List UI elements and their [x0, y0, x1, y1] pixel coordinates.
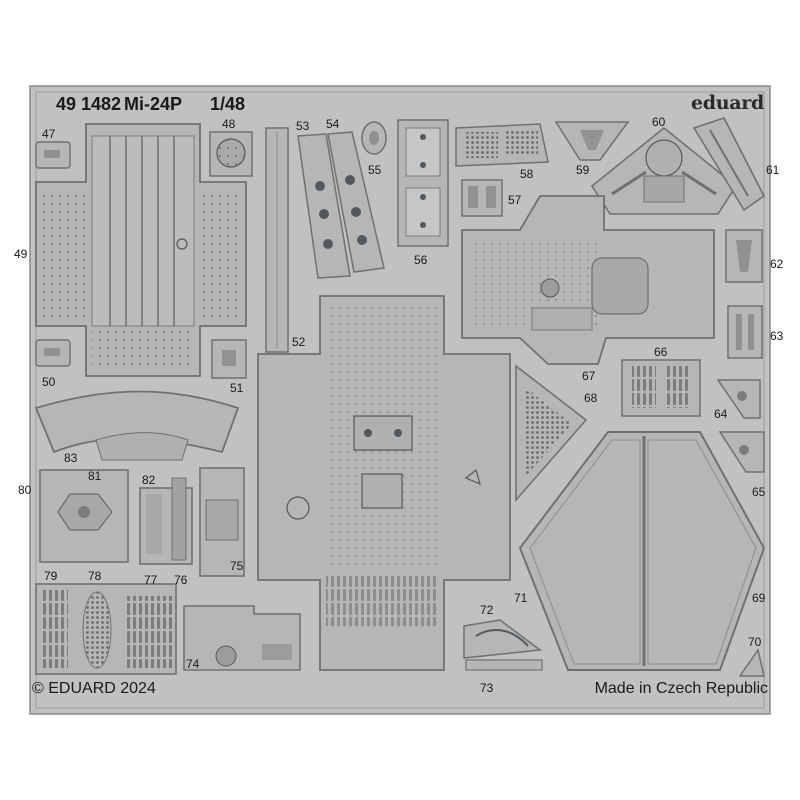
part-number-76: 76	[174, 573, 188, 587]
part-57	[461, 179, 503, 217]
part-number-60: 60	[652, 115, 666, 129]
part-68	[515, 364, 588, 503]
part-number-72: 72	[480, 603, 494, 617]
part-number-71: 71	[514, 591, 528, 605]
part-number-82: 82	[142, 473, 156, 487]
copyright-notice: © EDUARD 2024	[32, 680, 156, 697]
part-number-65: 65	[752, 485, 766, 499]
part-number-56: 56	[414, 253, 428, 267]
part-63	[727, 305, 763, 359]
part-number-67: 67	[582, 369, 596, 383]
part-number-50: 50	[42, 375, 56, 389]
part-number-48: 48	[222, 117, 236, 131]
part-number-73: 73	[480, 681, 494, 695]
part-67	[461, 195, 715, 365]
part-number-61: 61	[766, 163, 780, 177]
part-49	[35, 123, 247, 377]
part-73	[465, 659, 543, 671]
set-number: 49 1482	[56, 94, 122, 114]
fret-inner-frame	[35, 91, 765, 709]
part-number-81: 81	[88, 469, 102, 483]
part-69	[518, 431, 766, 671]
part-number-80: 80	[18, 483, 32, 497]
part-number-47: 47	[42, 127, 56, 141]
part-78-79	[35, 583, 177, 675]
part-75	[199, 467, 245, 577]
brand-logo: eduard	[691, 92, 764, 114]
part-number-59: 59	[576, 163, 590, 177]
part-number-52: 52	[292, 335, 306, 349]
part-53-54	[297, 131, 385, 279]
part-number-53: 53	[296, 119, 310, 133]
part-number-77: 77	[144, 573, 158, 587]
part-66	[621, 359, 701, 417]
part-61	[692, 117, 766, 212]
part-number-62: 62	[770, 257, 784, 271]
part-64	[716, 379, 761, 419]
part-52	[265, 127, 289, 353]
part-58	[455, 123, 549, 167]
part-59	[554, 121, 630, 161]
part-number-63: 63	[770, 329, 784, 343]
part-83	[34, 390, 240, 461]
part-62	[725, 229, 763, 283]
part-48	[209, 131, 253, 177]
scale-label: 1/48	[210, 94, 246, 114]
part-76-77-82	[139, 477, 193, 565]
part-number-51: 51	[230, 381, 244, 395]
part-number-83: 83	[64, 451, 78, 465]
part-number-49: 49	[14, 247, 28, 261]
part-70	[738, 648, 765, 677]
part-number-54: 54	[326, 117, 340, 131]
part-55	[361, 121, 387, 155]
part-80-81	[39, 469, 129, 563]
part-number-58: 58	[520, 167, 534, 181]
part-60	[590, 126, 738, 215]
part-floor	[257, 295, 511, 671]
part-number-68: 68	[584, 391, 598, 405]
part-72	[463, 619, 542, 659]
part-number-64: 64	[714, 407, 728, 421]
model-name: Mi-24P	[124, 94, 183, 114]
country-of-origin: Made in Czech Republic	[594, 680, 768, 697]
part-50	[35, 339, 71, 367]
part-74	[183, 605, 301, 671]
part-51	[211, 339, 247, 379]
part-number-57: 57	[508, 193, 522, 207]
part-number-78: 78	[88, 569, 102, 583]
part-number-55: 55	[368, 163, 382, 177]
part-number-70: 70	[748, 635, 762, 649]
part-56	[397, 119, 449, 247]
part-47	[35, 141, 71, 169]
part-number-74: 74	[186, 657, 200, 671]
part-number-66: 66	[654, 345, 668, 359]
part-number-69: 69	[752, 591, 766, 605]
part-65	[718, 431, 765, 473]
part-number-75: 75	[230, 559, 244, 573]
part-number-79: 79	[44, 569, 58, 583]
